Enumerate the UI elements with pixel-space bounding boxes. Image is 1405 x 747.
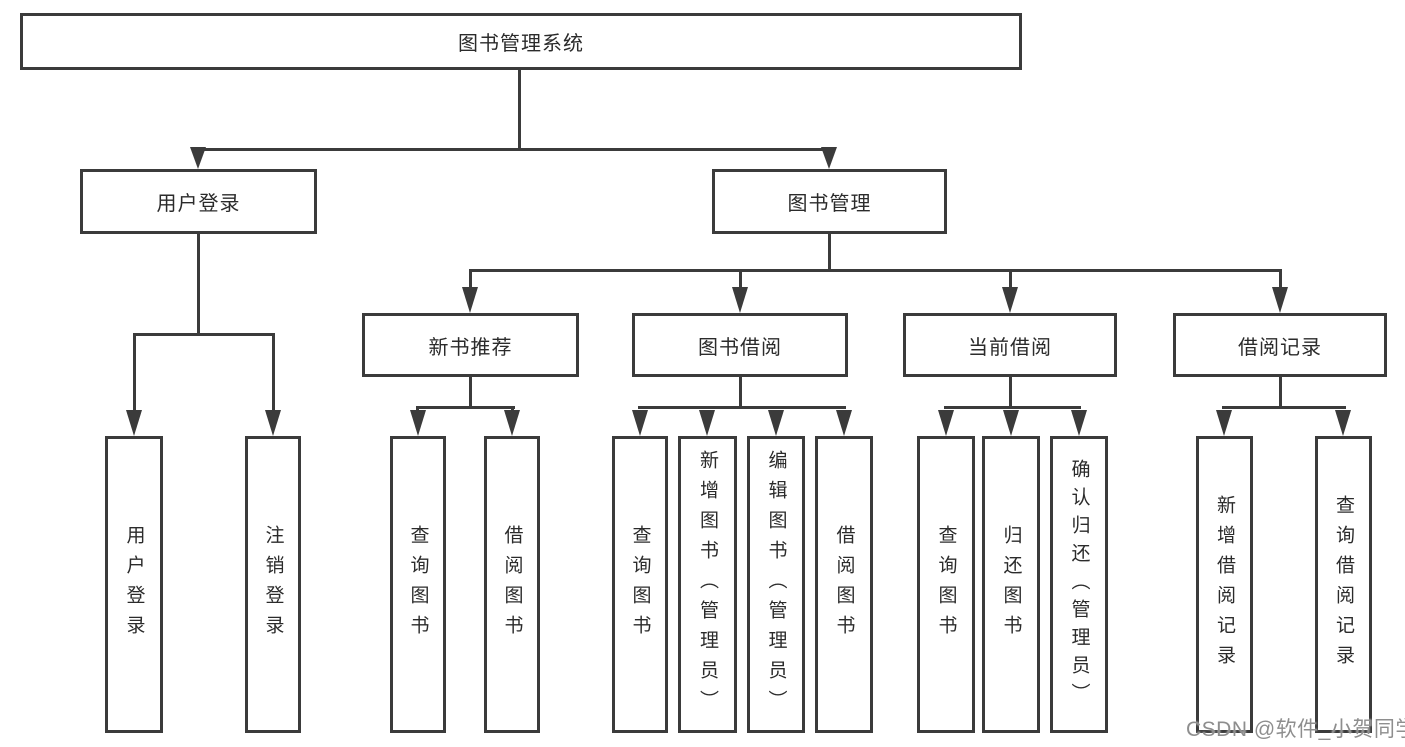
leaf-return-books-label: 归还图书 xyxy=(1000,524,1022,645)
arrow-down-icon xyxy=(836,410,852,436)
connector-line xyxy=(638,406,846,409)
node-new-book-recommend-label: 新书推荐 xyxy=(428,336,513,359)
arrow-down-icon xyxy=(410,410,426,436)
arrow-down-icon xyxy=(1071,410,1087,436)
node-book-borrowing: 图书借阅 xyxy=(632,313,848,377)
connector-line xyxy=(1009,377,1012,409)
node-book-borrowing-label: 图书借阅 xyxy=(698,336,782,359)
connector-line xyxy=(1222,406,1346,409)
connector-line xyxy=(1279,377,1282,409)
leaf-borrow-books-borrowing: 借阅图书 xyxy=(815,436,873,733)
leaf-query-books-borrowing-label: 查询图书 xyxy=(629,524,651,645)
arrow-down-icon xyxy=(126,410,142,436)
leaf-query-borrow-record-label: 查询借阅记录 xyxy=(1333,494,1354,675)
connector-line xyxy=(197,148,831,151)
leaf-query-borrow-record: 查询借阅记录 xyxy=(1315,436,1372,733)
node-current-borrowing-label: 当前借阅 xyxy=(968,336,1052,359)
leaf-borrow-books-recommend: 借阅图书 xyxy=(484,436,540,733)
node-root: 图书管理系统 xyxy=(20,13,1022,70)
leaf-borrow-books-recommend-label: 借阅图书 xyxy=(501,524,523,645)
leaf-query-books-recommend: 查询图书 xyxy=(390,436,446,733)
arrow-down-icon xyxy=(1003,410,1019,436)
connector-line xyxy=(1009,269,1012,292)
arrow-down-icon xyxy=(938,410,954,436)
arrow-down-icon xyxy=(732,287,748,313)
csdn-watermark: CSDN @软件_小贺同学 xyxy=(1186,718,1405,741)
leaf-user-login: 用户登录 xyxy=(105,436,163,733)
leaf-query-books-borrowing: 查询图书 xyxy=(612,436,668,733)
node-new-book-recommend: 新书推荐 xyxy=(362,313,579,377)
connector-line xyxy=(272,333,275,414)
leaf-logout: 注销登录 xyxy=(245,436,301,733)
leaf-user-login-label: 用户登录 xyxy=(123,524,145,645)
arrow-down-icon xyxy=(821,147,837,169)
connector-line xyxy=(944,406,1081,409)
connector-line xyxy=(828,234,831,272)
connector-line xyxy=(133,333,136,414)
arrow-down-icon xyxy=(504,410,520,436)
arrow-down-icon xyxy=(1216,410,1232,436)
connector-line xyxy=(739,377,742,409)
connector-line xyxy=(469,269,472,292)
arrow-down-icon xyxy=(768,410,784,436)
leaf-confirm-return-admin-label: 确认归还（管理员） xyxy=(1068,458,1090,711)
leaf-edit-books-admin: 编辑图书（管理员） xyxy=(747,436,805,733)
leaf-query-books-recommend-label: 查询图书 xyxy=(407,524,429,645)
leaf-query-books-current-label: 查询图书 xyxy=(935,524,957,645)
leaf-return-books: 归还图书 xyxy=(982,436,1040,733)
connector-line xyxy=(739,269,742,292)
node-user-login: 用户登录 xyxy=(80,169,317,234)
arrow-down-icon xyxy=(1002,287,1018,313)
leaf-add-borrow-record: 新增借阅记录 xyxy=(1196,436,1253,733)
node-current-borrowing: 当前借阅 xyxy=(903,313,1117,377)
connector-line xyxy=(1279,269,1282,292)
leaf-borrow-books-borrowing-label: 借阅图书 xyxy=(833,524,855,645)
node-borrowing-records: 借阅记录 xyxy=(1173,313,1387,377)
connector-line xyxy=(197,234,200,336)
leaf-confirm-return-admin: 确认归还（管理员） xyxy=(1050,436,1108,733)
leaf-edit-books-admin-label: 编辑图书（管理员） xyxy=(765,449,787,720)
connector-line xyxy=(469,377,472,409)
node-book-management: 图书管理 xyxy=(712,169,947,234)
leaf-logout-label: 注销登录 xyxy=(262,524,284,645)
arrow-down-icon xyxy=(462,287,478,313)
arrow-down-icon xyxy=(632,410,648,436)
arrow-down-icon xyxy=(1335,410,1351,436)
connector-line xyxy=(518,69,521,149)
leaf-add-books-admin-label: 新增图书（管理员） xyxy=(697,449,718,720)
node-user-login-label: 用户登录 xyxy=(156,193,241,215)
node-book-management-label: 图书管理 xyxy=(787,193,872,215)
connector-line xyxy=(469,269,1281,272)
arrow-down-icon xyxy=(265,410,281,436)
connector-line xyxy=(416,406,515,409)
arrow-down-icon xyxy=(190,147,206,169)
node-borrowing-records-label: 借阅记录 xyxy=(1238,336,1322,359)
arrow-down-icon xyxy=(1272,287,1288,313)
arrow-down-icon xyxy=(699,410,715,436)
leaf-add-borrow-record-label: 新增借阅记录 xyxy=(1214,494,1235,675)
connector-line xyxy=(133,333,275,336)
leaf-add-books-admin: 新增图书（管理员） xyxy=(678,436,737,733)
node-root-label: 图书管理系统 xyxy=(458,33,584,55)
leaf-query-books-current: 查询图书 xyxy=(917,436,975,733)
